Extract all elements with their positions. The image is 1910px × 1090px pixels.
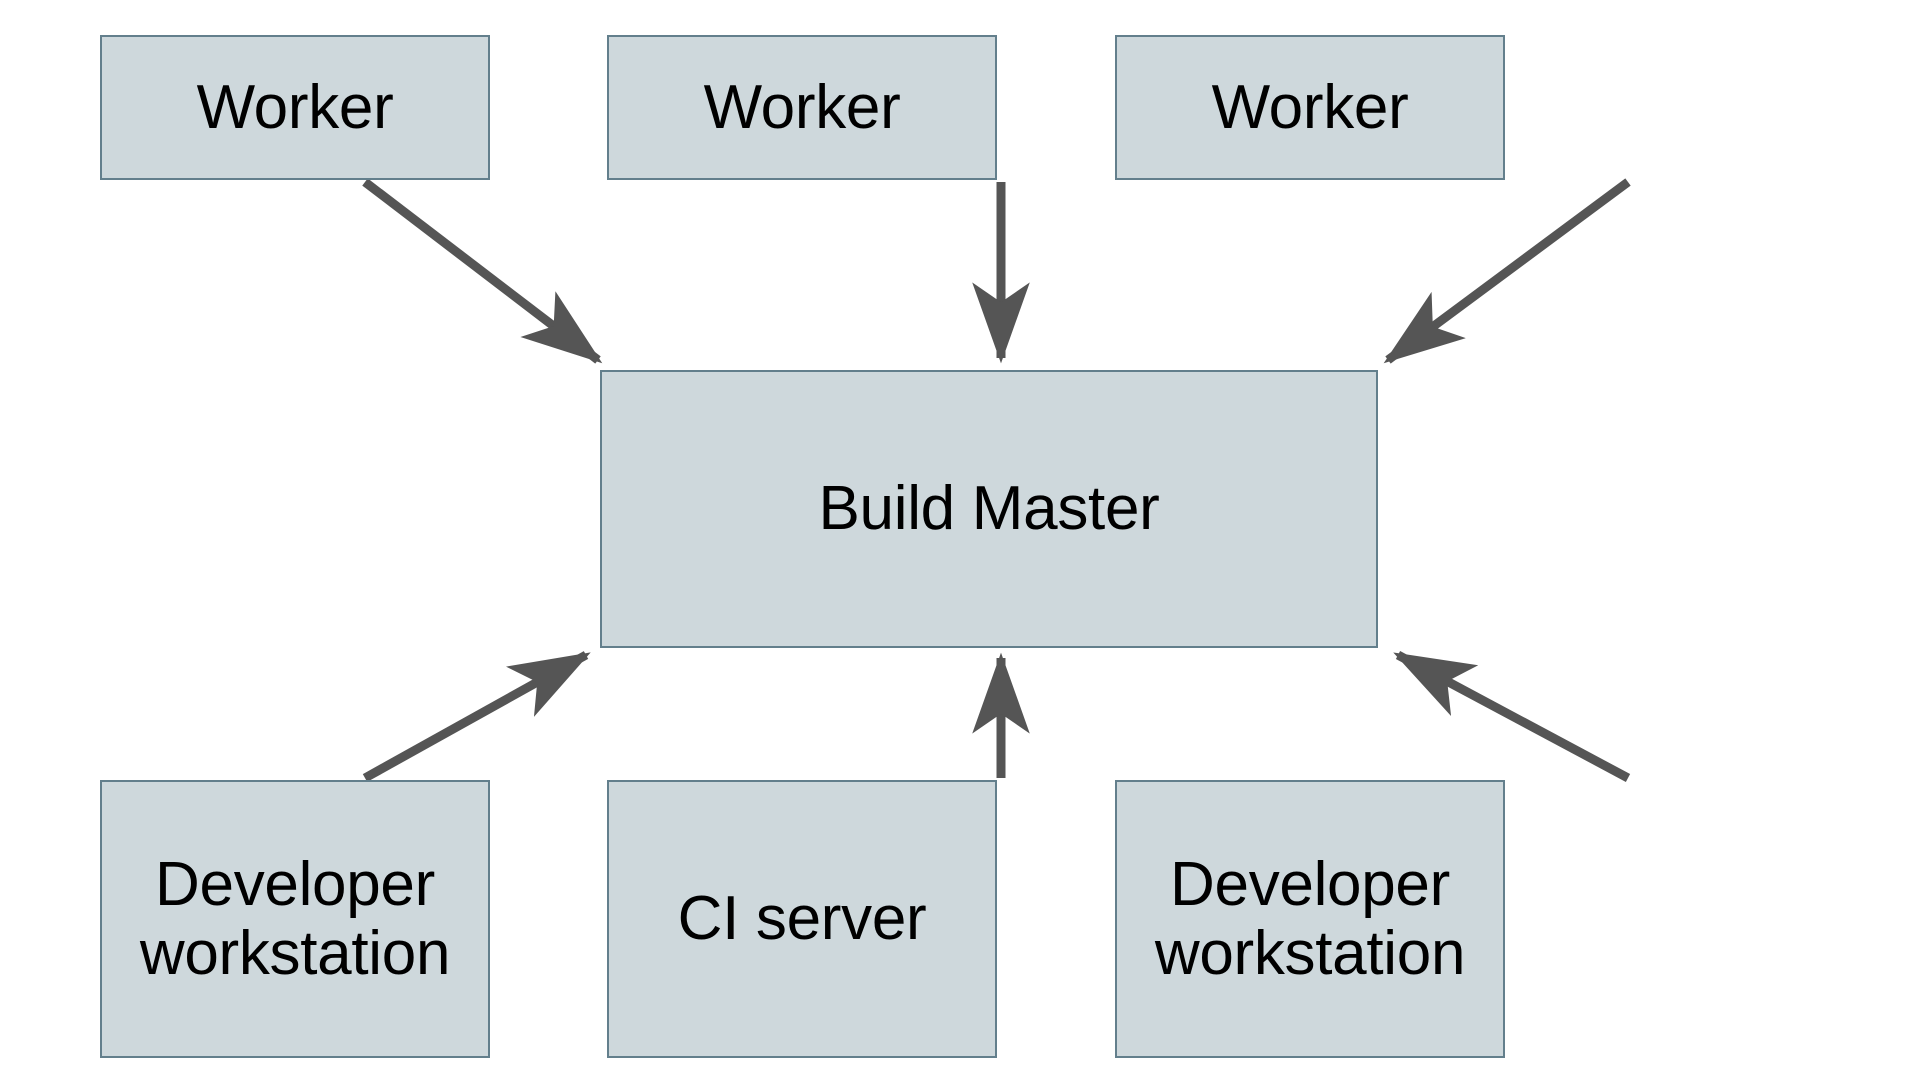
node-worker-1[interactable]: Worker (100, 35, 490, 180)
edge-dev-workstation-2-to-build-master (1393, 651, 1631, 782)
node-worker-1-label: Worker (196, 72, 394, 142)
edge-worker-1-to-build-master (362, 178, 603, 364)
edge-dev-workstation-1-to-build-master (362, 651, 591, 782)
node-ci-server-label: CI server (677, 884, 927, 954)
node-ci-server[interactable]: CI server (607, 780, 997, 1058)
edge-worker-3-to-build-master (1383, 178, 1631, 364)
node-worker-2-label: Worker (703, 72, 901, 142)
node-developer-workstation-right[interactable]: Developer workstation (1115, 780, 1505, 1058)
node-developer-workstation-right-label: Developer workstation (1154, 849, 1466, 988)
node-worker-3[interactable]: Worker (1115, 35, 1505, 180)
node-worker-2[interactable]: Worker (607, 35, 997, 180)
node-worker-3-label: Worker (1211, 72, 1409, 142)
node-build-master-label: Build Master (818, 474, 1160, 544)
node-build-master[interactable]: Build Master (600, 370, 1378, 648)
node-developer-workstation-left-label: Developer workstation (139, 849, 451, 988)
node-developer-workstation-left[interactable]: Developer workstation (100, 780, 490, 1058)
